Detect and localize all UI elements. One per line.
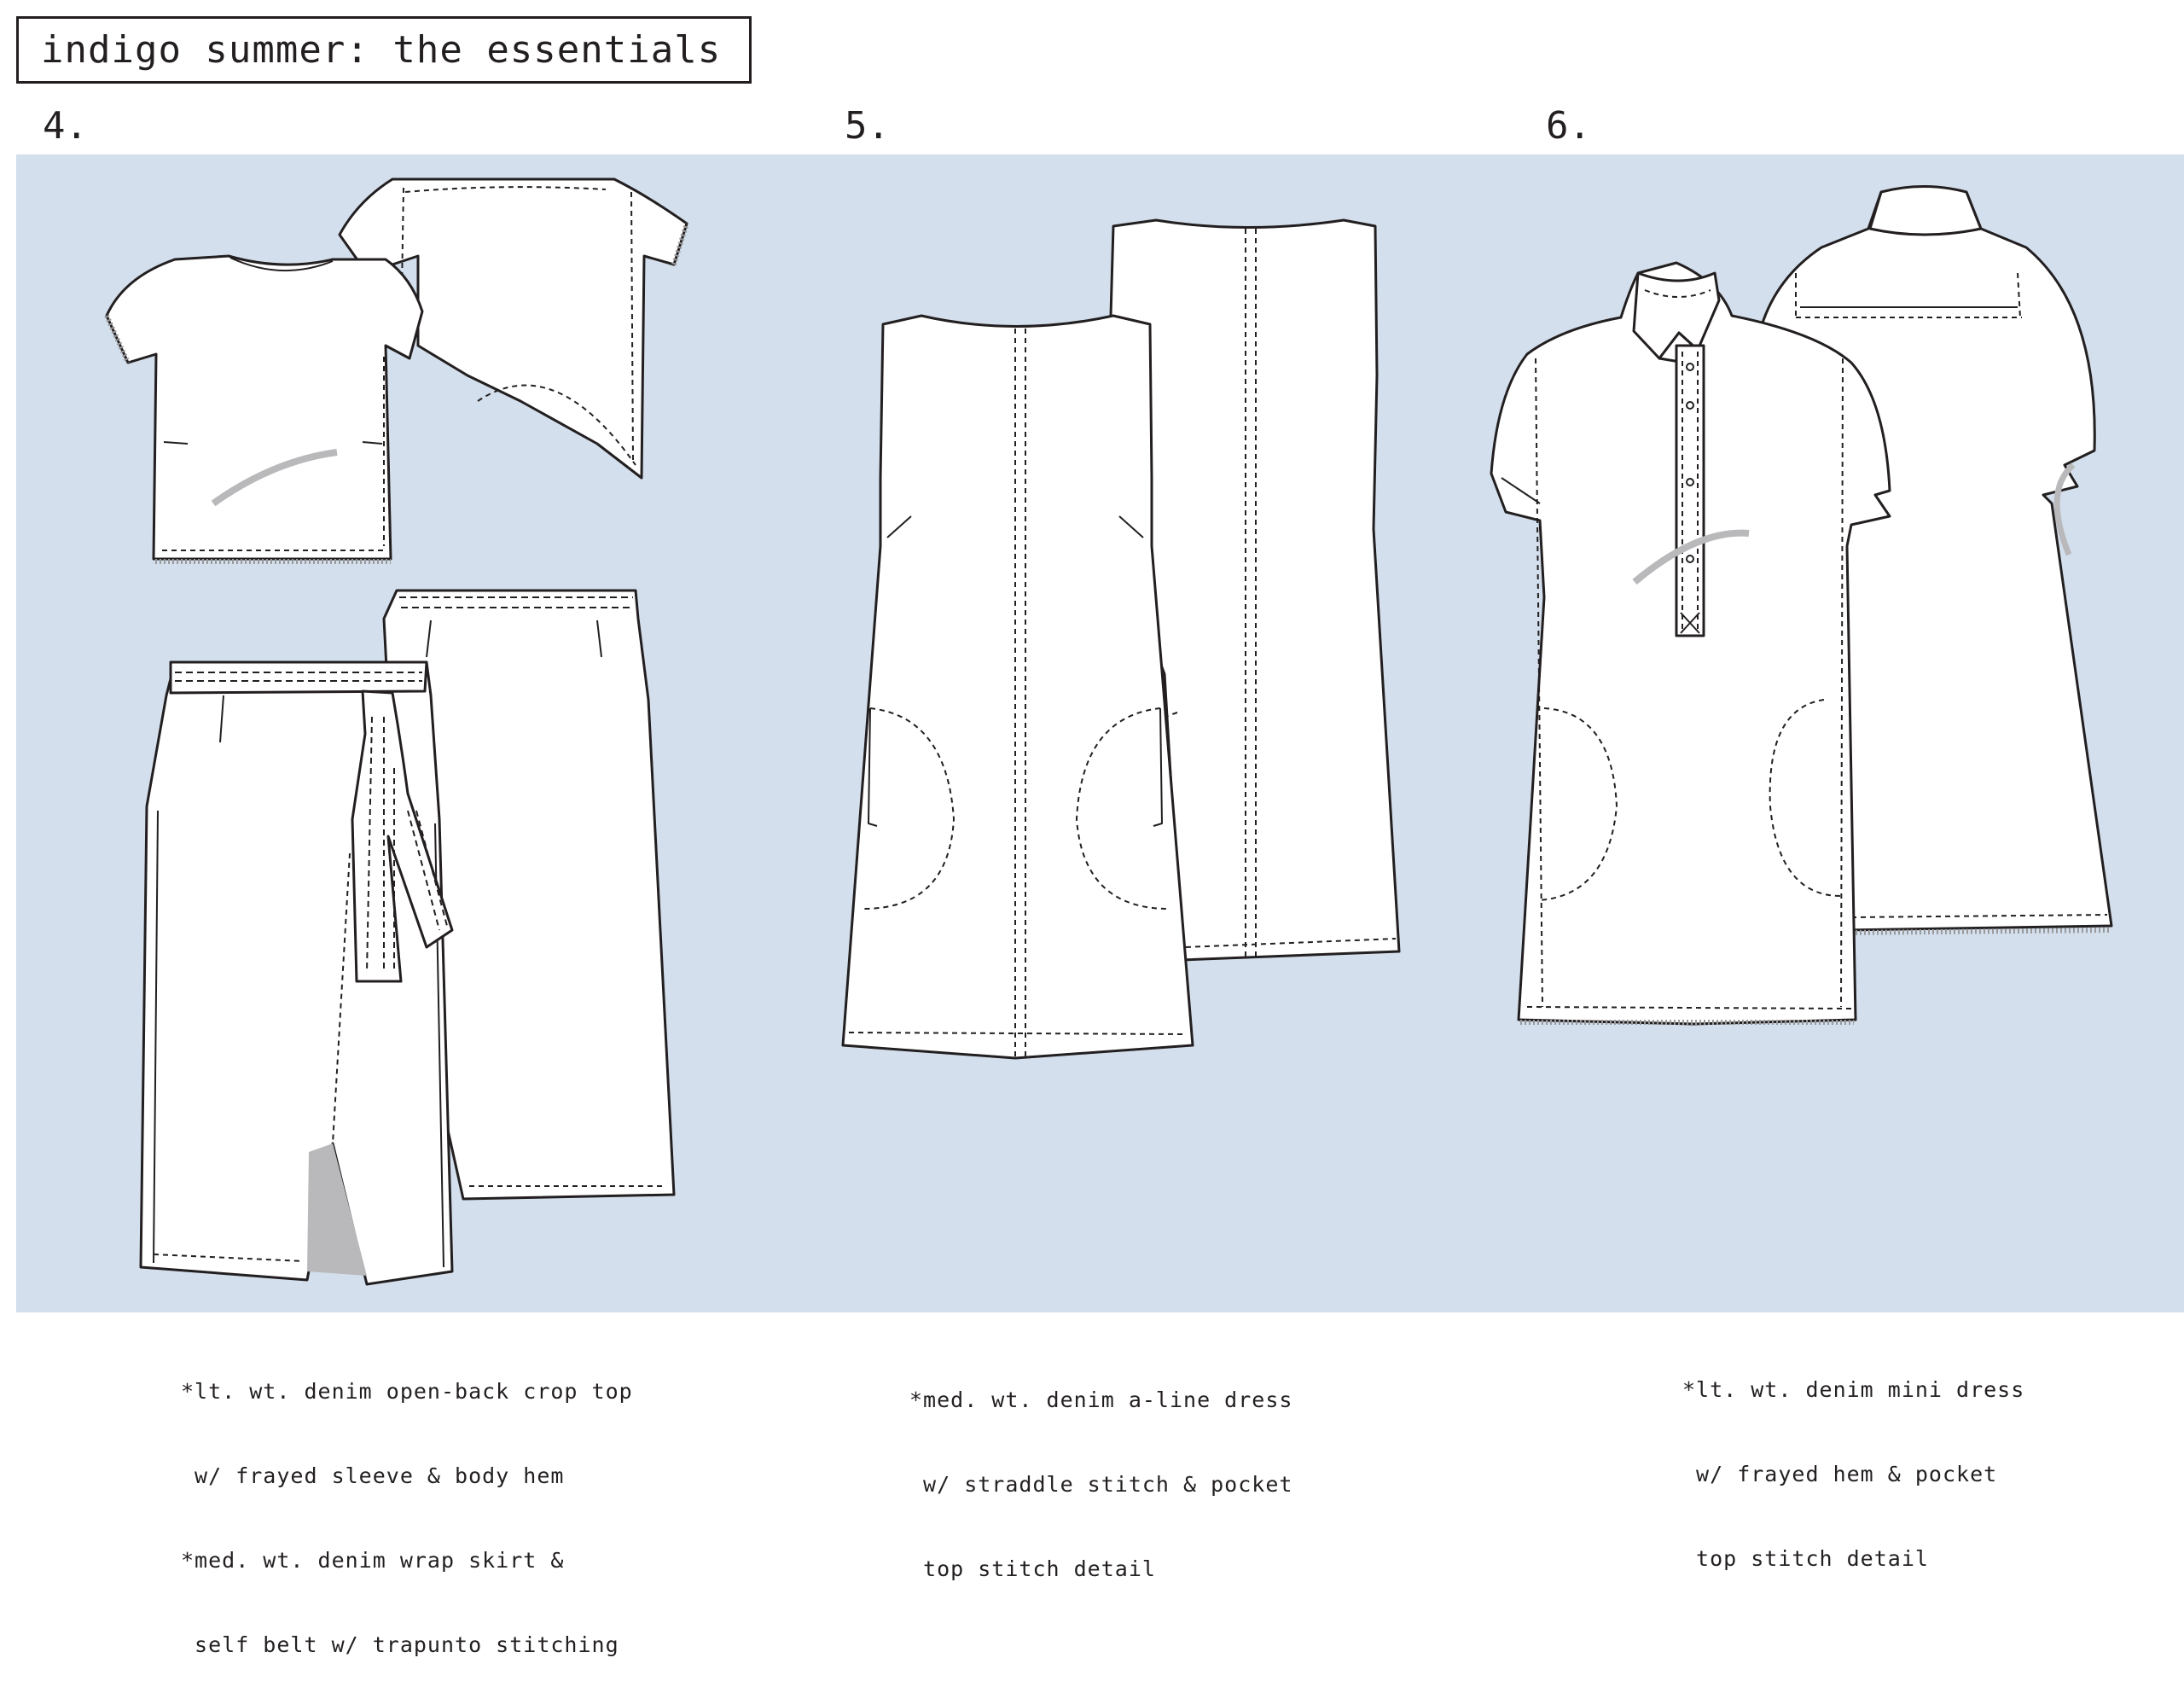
look-number-6: 6. — [1546, 104, 1591, 148]
flat-sketches — [104, 177, 2113, 1286]
caption-look-6: *lt. wt. denim mini dress w/ frayed hem … — [1682, 1319, 2024, 1601]
page-title: indigo summer: the essentials — [16, 16, 752, 84]
caption-line: *lt. wt. denim mini dress — [1682, 1377, 2025, 1402]
mini-dress-front-sketch — [1490, 261, 1891, 1026]
caption-line: top stitch detail — [1682, 1546, 1929, 1571]
caption-line: *lt. wt. denim open-back crop top — [181, 1379, 633, 1404]
look-number-5: 5. — [845, 104, 890, 148]
wrap-skirt-front-sketch — [139, 660, 454, 1286]
caption-line: w/ straddle stitch & pocket — [909, 1472, 1293, 1497]
look-number-4: 4. — [43, 104, 88, 148]
crop-top-back-sketch — [338, 177, 689, 480]
caption-line: w/ frayed sleeve & body hem — [181, 1463, 565, 1488]
caption-look-5: *med. wt. denim a-line dress w/ straddle… — [909, 1329, 1292, 1611]
aline-dress-back-sketch — [1099, 218, 1401, 962]
caption-line: w/ frayed hem & pocket — [1682, 1462, 1998, 1486]
crop-top-front-sketch — [104, 254, 424, 564]
caption-line: *med. wt. denim a-line dress — [909, 1387, 1293, 1412]
caption-line: top stitch detail — [909, 1556, 1156, 1581]
caption-line: self belt w/ trapunto stitching — [181, 1632, 619, 1657]
caption-look-4: *lt. wt. denim open-back crop top w/ fra… — [181, 1321, 633, 1687]
caption-line: *med. wt. denim wrap skirt & — [181, 1548, 565, 1573]
aline-dress-front-sketch — [841, 314, 1194, 1060]
